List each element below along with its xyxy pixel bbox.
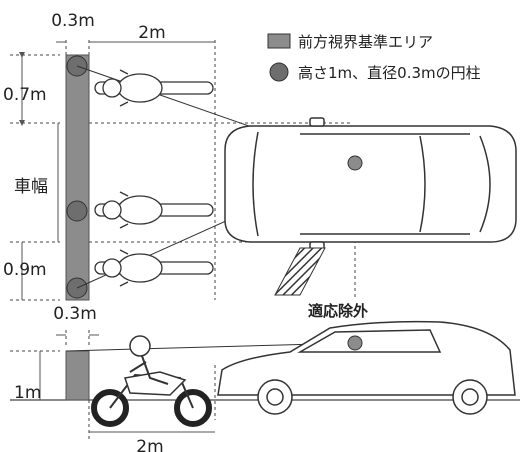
excluded-area (274, 247, 326, 296)
car-side-icon (217, 320, 516, 415)
legend-area-label: 前方視界基準エリア (298, 33, 433, 51)
side-dimension-arrows (39, 334, 215, 433)
top-view: 0.3m 2m 0.7m 車幅 0.9m (3, 11, 517, 320)
side-guide-lines (10, 330, 216, 440)
legend-cylinder-swatch (269, 62, 289, 82)
car-top-icon (224, 117, 517, 251)
exclusion-label: 適応除外 (308, 302, 368, 320)
dim-width-side: 0.3m (53, 304, 97, 324)
driver-eye-point-top (347, 155, 363, 171)
side-vision-area (65, 350, 90, 401)
dim-side-lower: 0.9m (3, 260, 47, 280)
dim-side-upper: 0.7m (3, 85, 47, 105)
legend-area-swatch (267, 33, 291, 49)
legend: 前方視界基準エリア 高さ1m、直径0.3mの円柱 (267, 33, 481, 82)
motorcycle-side-icon (91, 335, 212, 427)
motorcycle-top-icon (94, 69, 214, 107)
legend-cylinder-label: 高さ1m、直径0.3mの円柱 (298, 64, 481, 82)
dim-height-side: 1m (14, 383, 41, 403)
forward-vision-area (65, 54, 90, 301)
motorcycle-middle-icon (94, 191, 214, 229)
top-dimension-arrows (19, 41, 215, 300)
driver-eye-point-side (347, 335, 363, 351)
cylinder-middle (66, 200, 88, 222)
dim-width-top: 0.3m (51, 11, 95, 31)
motorcycle-bottom-icon (94, 249, 214, 287)
dim-distance-top: 2m (138, 23, 165, 43)
side-view: 0.3m 1m 2m (10, 304, 520, 452)
dim-side-middle: 車幅 (14, 177, 48, 197)
dim-distance-side: 2m (136, 437, 163, 452)
